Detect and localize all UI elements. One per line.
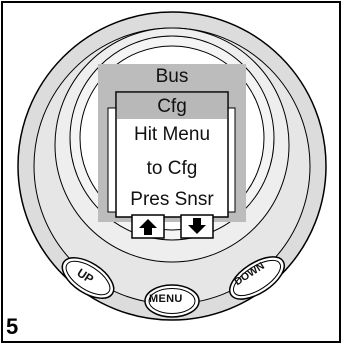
- selected-item-highlight: [117, 93, 227, 119]
- up-button-shape: [61, 257, 115, 299]
- menu-button[interactable]: MENU: [149, 293, 183, 305]
- down-arrow-icon: [188, 218, 206, 234]
- figure-number: 5: [6, 314, 19, 339]
- display-line-hit-menu: Hit Menu: [133, 124, 211, 145]
- menu-button-shape: [144, 284, 200, 318]
- figure-frame: [1, 1, 341, 343]
- up-arrow-icon: [139, 219, 157, 235]
- display-line-pres-snsr: Pres Snsr: [130, 189, 214, 210]
- display-line-to-cfg: to Cfg: [146, 158, 198, 179]
- display-line-cfg: Cfg: [157, 96, 187, 117]
- down-button-shape: [228, 256, 286, 300]
- display-line-bus: Bus: [155, 66, 189, 87]
